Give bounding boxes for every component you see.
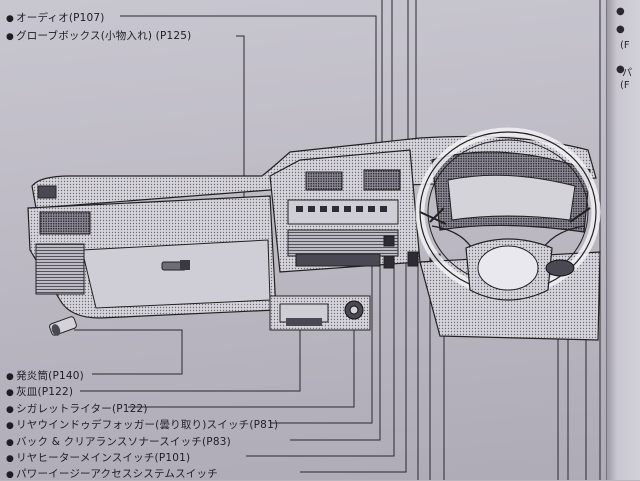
label-cigarette-lighter: ●シガレットライター(P122): [6, 403, 148, 415]
right-col-text: ●: [616, 64, 625, 75]
label-rear-heater: ●リヤヒーターメインスイッチ(P101): [6, 452, 191, 464]
label-sonar-switch: ●バック & クリアランスソナースイッチ(P83): [6, 436, 231, 448]
right-col-text: (F: [620, 80, 630, 91]
label-flare: ●発炎筒(P140): [6, 370, 84, 382]
label-power-easy-access: ●パワーイージーアクセスシステムスイッチ: [6, 468, 218, 480]
next-page-edge: [606, 0, 640, 480]
right-col-text: パ: [622, 68, 632, 79]
right-col-text: ●: [616, 6, 625, 17]
label-ashtray: ●灰皿(P122): [6, 386, 74, 398]
label-audio: ●オーディオ(P107): [6, 12, 105, 24]
label-rear-defogger: ●リヤウインドゥデフォッガー(曇り取り)スイッチ(P81): [6, 419, 279, 431]
steering-wheel: [415, 127, 601, 301]
flare-icon: [49, 316, 77, 336]
right-col-text: ●: [616, 24, 625, 35]
leader-lines: [74, 0, 601, 480]
right-col-text: (F: [620, 40, 630, 51]
label-glove-box: ●グローブボックス(小物入れ) (P125): [6, 30, 192, 42]
